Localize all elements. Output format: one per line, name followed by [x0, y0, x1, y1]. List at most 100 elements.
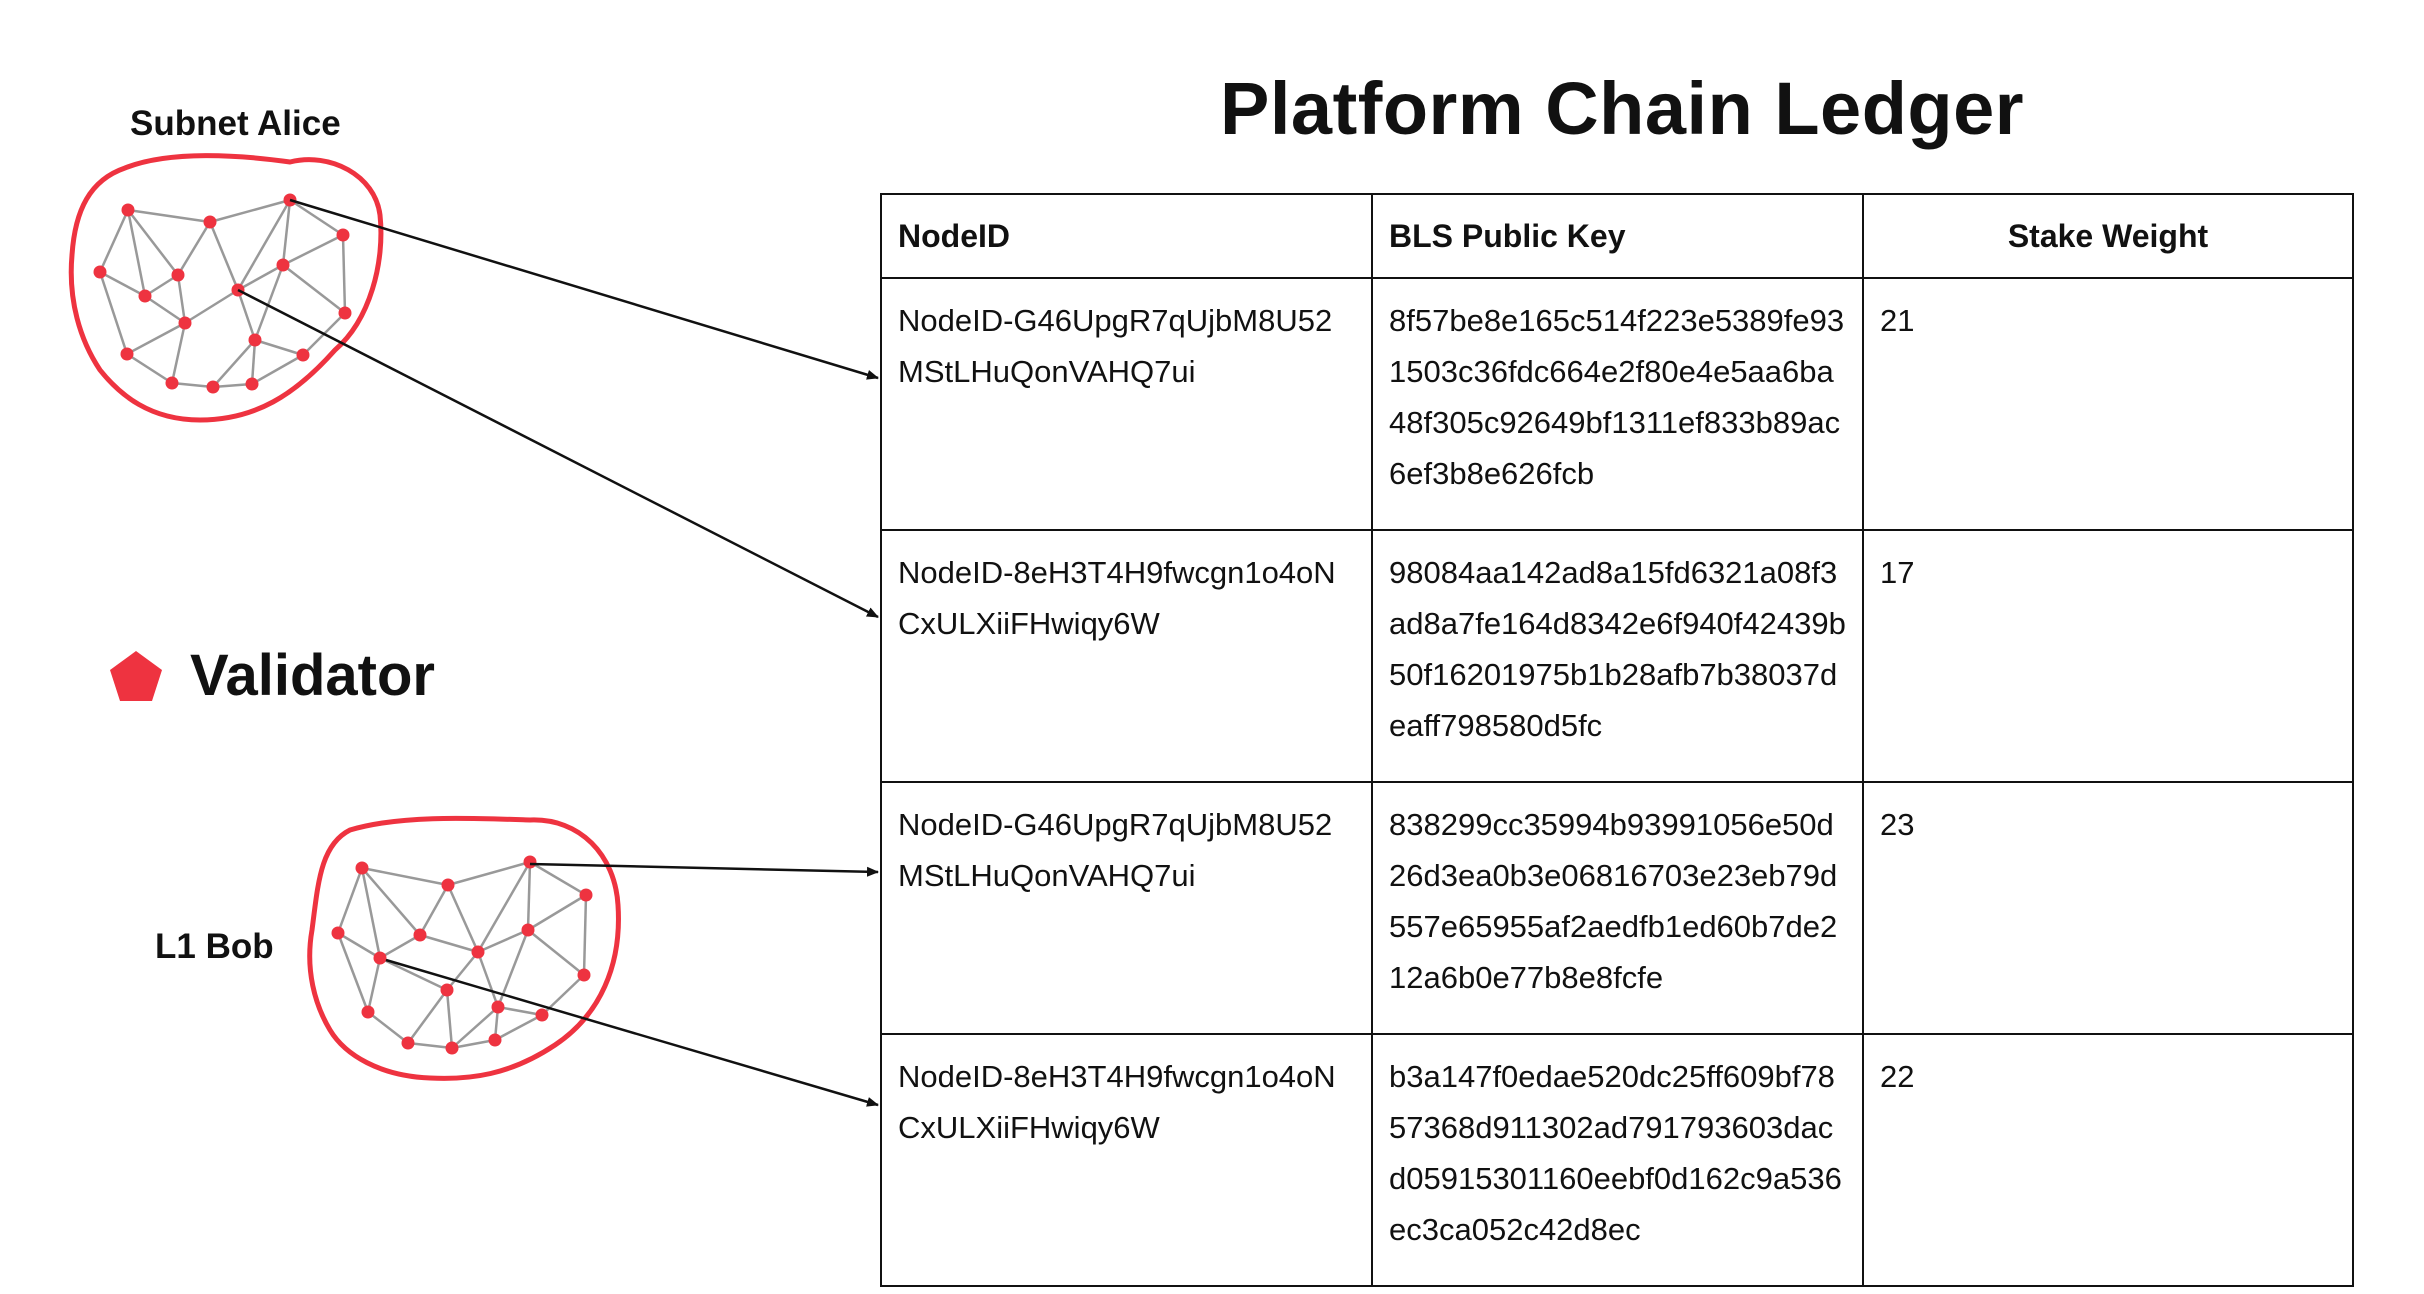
bob-edge — [445, 989, 454, 1049]
table-header-row: NodeID BLS Public Key Stake Weight — [880, 193, 2354, 279]
alice-edge — [212, 382, 253, 389]
pentagon-icon — [110, 650, 162, 701]
bob-edge — [360, 867, 382, 959]
bob-validator-node — [523, 855, 537, 869]
l1-bob-label: L1 Bob — [155, 927, 274, 966]
bob-edge — [446, 951, 479, 991]
alice-edge — [176, 274, 187, 324]
bob-validator-node — [471, 945, 485, 959]
bob-validator-node — [413, 928, 427, 942]
alice-validator-node — [178, 316, 192, 330]
bob-validator-node — [579, 888, 593, 902]
bob-edge — [336, 932, 370, 1013]
header-bls-key: BLS Public Key — [1371, 193, 1864, 279]
bls-key-text: b3a147f0edae520dc25ff609bf7857368d911302… — [1389, 1059, 1842, 1247]
table-row: NodeID-8eH3T4H9fwcgn1o4oNCxULXiiFHwiqy6W… — [880, 529, 2354, 783]
bob-validator-node — [440, 983, 454, 997]
arrow-bob-row3 — [529, 862, 879, 877]
table-row: NodeID-8eH3T4H9fwcgn1o4oNCxULXiiFHwiqy6W… — [880, 1033, 2354, 1287]
alice-validator-node — [121, 203, 135, 217]
alice-validator-node — [138, 289, 152, 303]
bob-validator-node — [355, 861, 369, 875]
alice-edge — [341, 234, 347, 314]
bls-key-text: 8f57be8e165c514f223e5389fe931503c36fdc66… — [1389, 303, 1845, 491]
l1-bob-graph — [307, 815, 621, 1081]
nodeid-text: NodeID-8eH3T4H9fwcgn1o4oNCxULXiiFHwiqy6W — [898, 555, 1336, 641]
bob-edge — [379, 933, 421, 960]
bob-edge — [451, 1006, 499, 1049]
arrow-alice-row2 — [237, 288, 879, 619]
bls-key-text: 838299cc35994b93991056e50d26d3ea0b3e0681… — [1389, 807, 1838, 995]
cell-bls-key: 838299cc35994b93991056e50d26d3ea0b3e0681… — [1371, 781, 1864, 1035]
alice-edge — [171, 381, 214, 389]
cell-bls-key: 98084aa142ad8a15fd6321a08f3ad8a7fe164d83… — [1371, 529, 1864, 783]
cell-stake: 22 — [1862, 1033, 2354, 1287]
nodeid-text: NodeID-G46UpgR7qUjbM8U52MStLHuQonVAHQ7ui — [898, 303, 1333, 389]
alice-validator-node — [338, 306, 352, 320]
cell-nodeid: NodeID-G46UpgR7qUjbM8U52MStLHuQonVAHQ7ui — [880, 277, 1373, 531]
alice-edge — [254, 338, 304, 357]
alice-edge — [282, 233, 344, 267]
bob-validator-node — [535, 1008, 549, 1022]
table-row: NodeID-G46UpgR7qUjbM8U52MStLHuQonVAHQ7ui… — [880, 781, 2354, 1035]
bob-validator-node — [441, 878, 455, 892]
cell-nodeid: NodeID-G46UpgR7qUjbM8U52MStLHuQonVAHQ7ui — [880, 781, 1373, 1035]
cell-bls-key: 8f57be8e165c514f223e5389fe931503c36fdc66… — [1371, 277, 1864, 531]
bob-edge — [407, 1041, 453, 1050]
alice-edge — [208, 221, 240, 291]
nodeid-text: NodeID-8eH3T4H9fwcgn1o4oNCxULXiiFHwiqy6W — [898, 1059, 1336, 1145]
bob-edge — [476, 861, 532, 953]
nodeid-text: NodeID-G46UpgR7qUjbM8U52MStLHuQonVAHQ7ui — [898, 807, 1333, 893]
alice-validator-node — [93, 265, 107, 279]
bob-validator-node — [331, 926, 345, 940]
alice-edge — [184, 288, 239, 325]
cell-bls-key: b3a147f0edae520dc25ff609bf7857368d911302… — [1371, 1033, 1864, 1287]
bob-edge — [447, 860, 531, 887]
bob-edge — [477, 928, 529, 954]
alice-validator-node — [336, 228, 350, 242]
bls-key-text: 98084aa142ad8a15fd6321a08f3ad8a7fe164d83… — [1389, 555, 1846, 743]
alice-edge — [99, 270, 146, 298]
bob-edge — [361, 867, 421, 936]
arrow-alice-row1 — [289, 198, 879, 380]
l1-bob-boundary — [307, 815, 621, 1081]
bob-edge — [406, 989, 449, 1044]
bob-edge — [418, 884, 450, 936]
alice-edge — [144, 273, 179, 298]
alice-edge — [289, 198, 344, 237]
alice-edge — [250, 339, 257, 385]
cell-stake: 17 — [1862, 529, 2354, 783]
alice-edge — [281, 199, 292, 266]
alice-edge — [237, 263, 284, 292]
cell-stake: 21 — [1862, 277, 2354, 531]
bob-edge — [527, 893, 587, 932]
bob-validator-node — [373, 951, 387, 965]
bob-edge — [494, 1013, 543, 1042]
bob-edge — [367, 1011, 409, 1044]
bob-edge — [582, 894, 588, 976]
alice-edge — [282, 264, 346, 314]
bob-edge — [451, 1038, 496, 1050]
header-stake-weight: Stake Weight — [1862, 193, 2354, 279]
alice-validator-node — [245, 377, 259, 391]
bob-validator-node — [361, 1005, 375, 1019]
bob-edge — [527, 929, 585, 976]
subnet-alice-label: Subnet Alice — [130, 104, 341, 143]
legend-label: Validator — [190, 643, 435, 708]
alice-edge — [253, 264, 285, 341]
alice-edge — [127, 209, 179, 276]
alice-validator-node — [165, 376, 179, 390]
cell-nodeid: NodeID-8eH3T4H9fwcgn1o4oNCxULXiiFHwiqy6W — [880, 1033, 1373, 1287]
cell-nodeid: NodeID-8eH3T4H9fwcgn1o4oNCxULXiiFHwiqy6W — [880, 529, 1373, 783]
alice-edge — [176, 221, 212, 276]
alice-edge — [144, 294, 186, 325]
alice-edge — [236, 199, 292, 291]
bob-edge — [366, 957, 382, 1013]
subnet-alice-graph — [68, 153, 384, 423]
alice-edge — [236, 289, 257, 341]
bob-edge — [446, 884, 480, 953]
alice-edge — [126, 209, 147, 297]
header-nodeid: NodeID — [880, 193, 1373, 279]
arrows — [237, 198, 879, 1107]
